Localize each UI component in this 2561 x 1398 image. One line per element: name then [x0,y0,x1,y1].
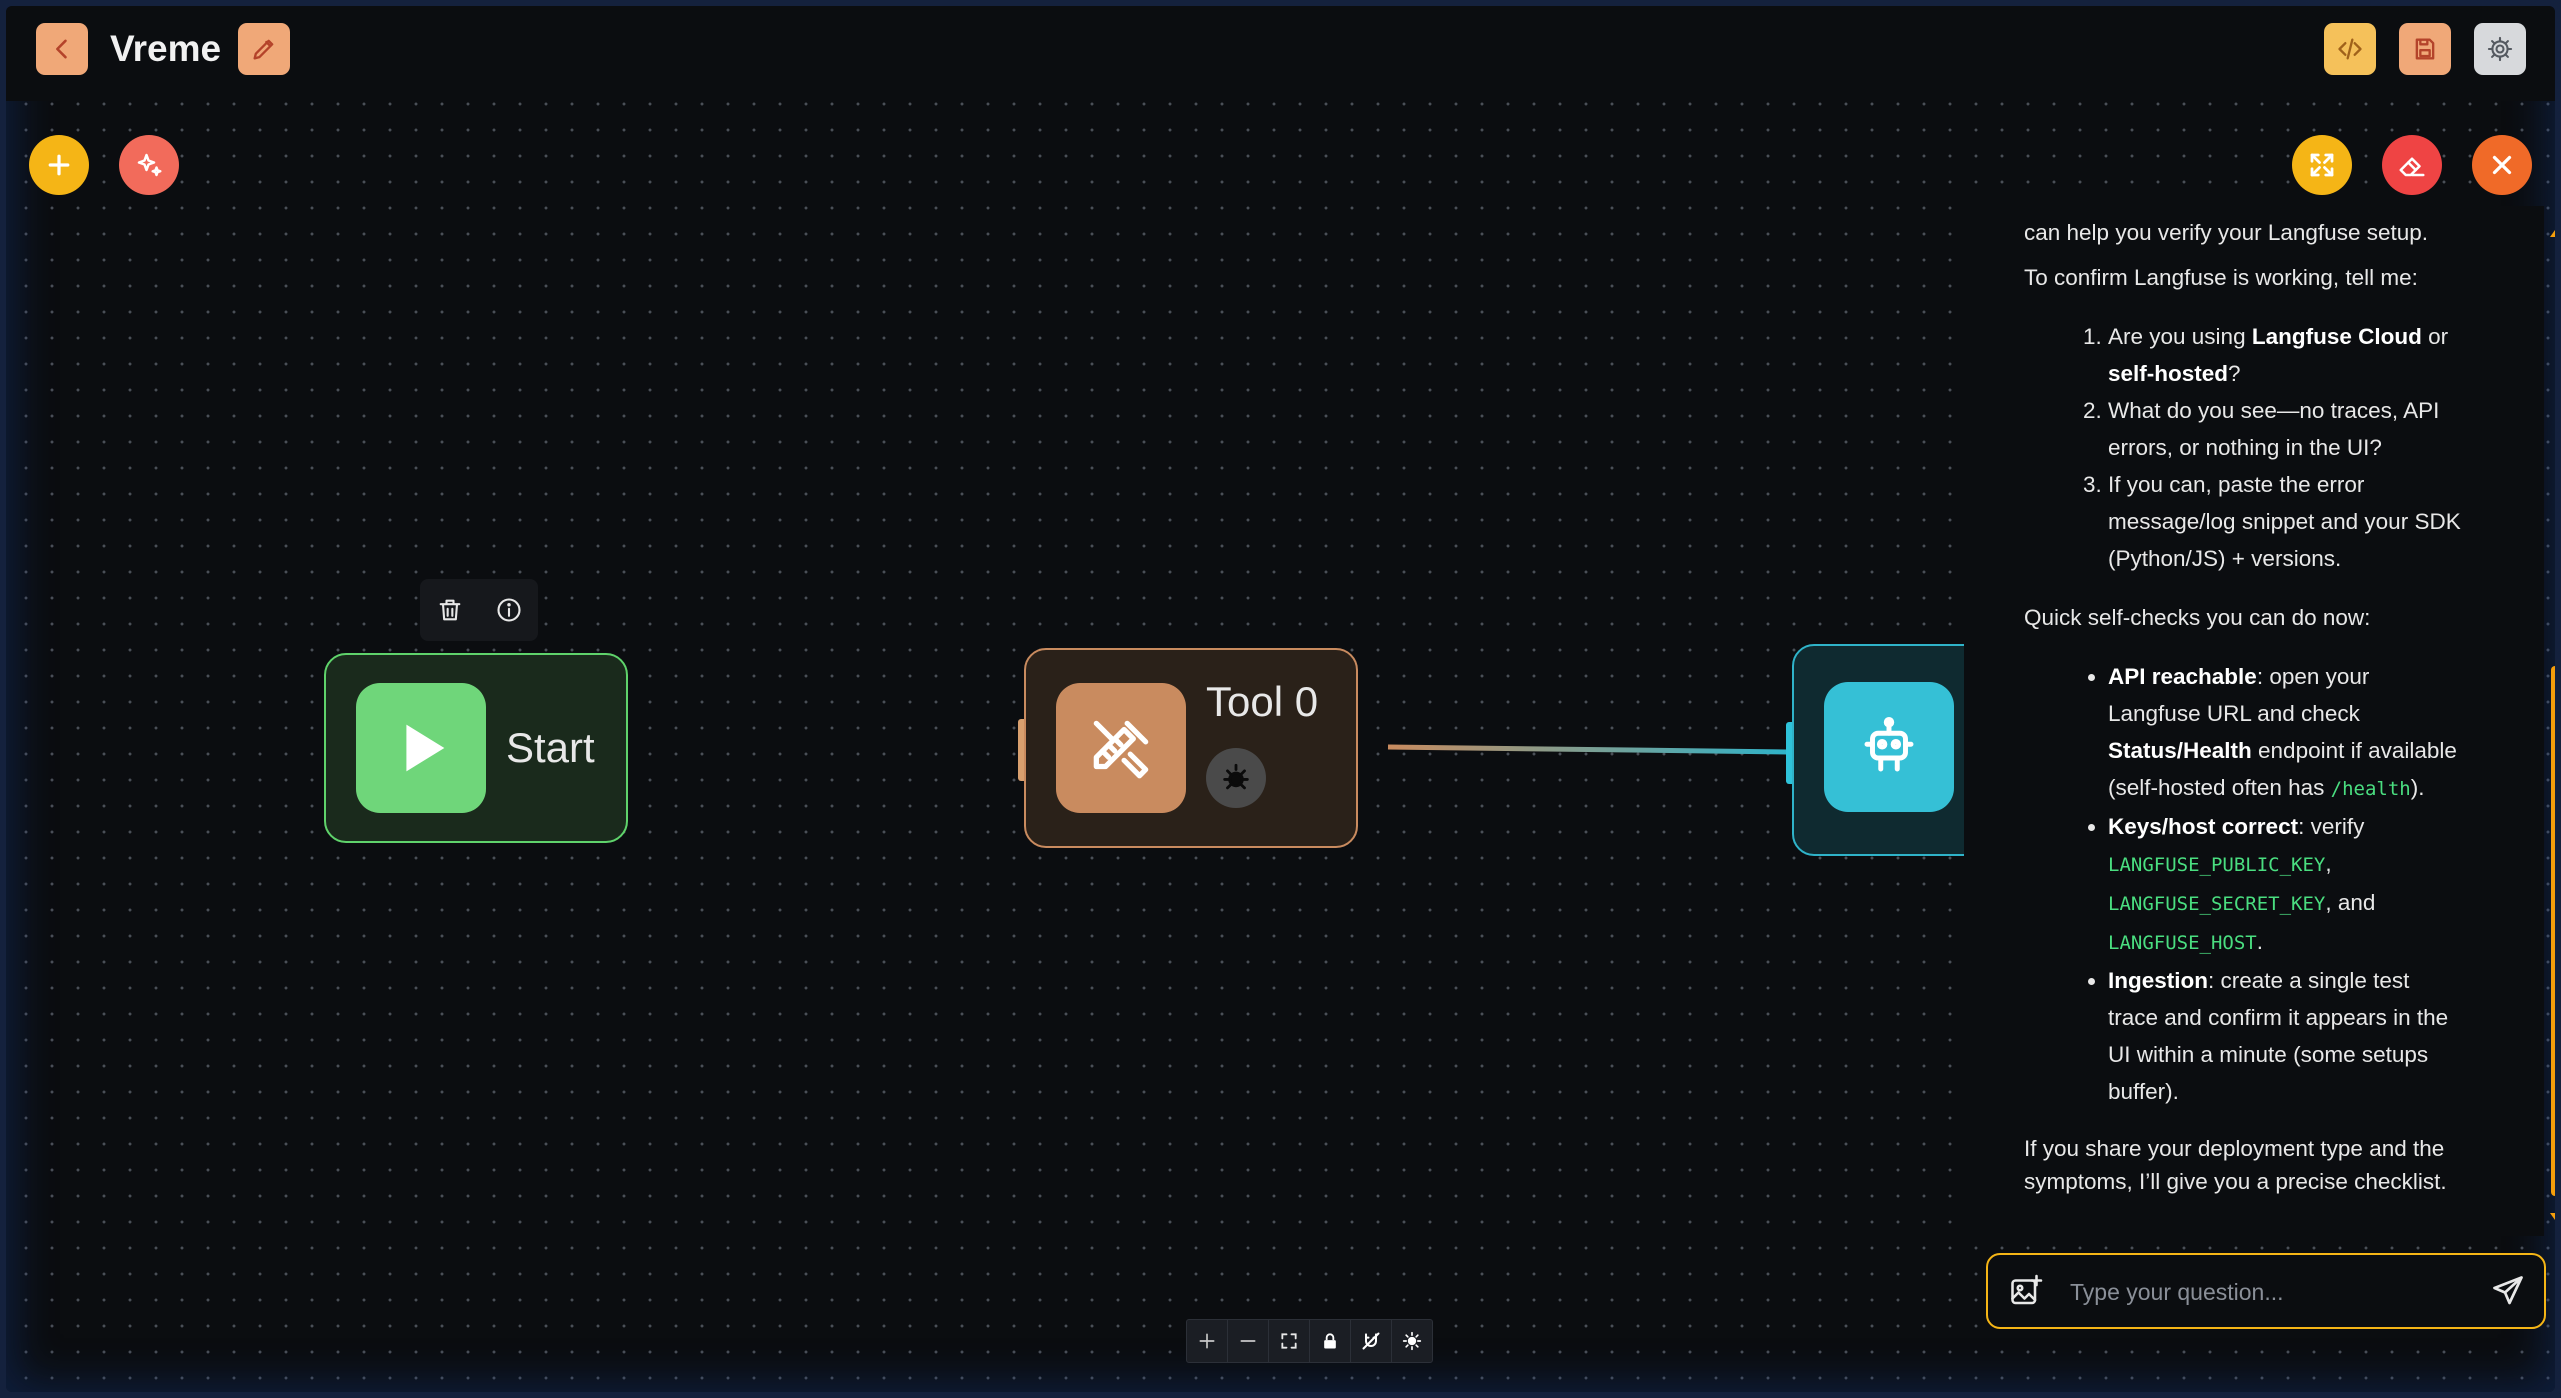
list-item: API reachable: open your Langfuse URL an… [2108,658,2464,808]
chat-panel: can help you verify your Langfuse setup.… [1964,206,2544,1236]
theme-toggle-button[interactable] [1392,1320,1432,1362]
magnet-icon [1362,1332,1380,1350]
plus-icon [1199,1333,1215,1349]
chat-input[interactable] [2068,1269,2462,1315]
agent-node-icon [1824,682,1954,812]
agent-node[interactable] [1792,644,1992,856]
list-item: Keys/host correct: verify LANGFUSE_PUBLI… [2108,808,2464,962]
chat-intro: can help you verify your Langfuse setup. [2024,220,2429,245]
play-icon [406,724,445,772]
tool-node-icon [1056,683,1186,813]
snap-button[interactable] [1351,1320,1392,1362]
code-icon [2338,38,2362,60]
canvas-controls [1186,1319,1433,1363]
ai-generate-button[interactable] [119,135,179,195]
bug-icon [1223,763,1249,790]
tools-icon [1093,720,1149,779]
image-upload-icon[interactable] [2008,1273,2044,1309]
back-button[interactable] [36,23,88,75]
add-node-button[interactable] [29,135,89,195]
pencil-icon [253,39,274,60]
start-node-icon [356,683,486,813]
start-node[interactable]: Start [324,653,628,843]
edge-tool-to-agent[interactable] [1387,744,1789,755]
expand-chat-button[interactable] [2292,135,2352,195]
start-node-label: Start [506,724,595,771]
info-icon[interactable] [495,596,523,624]
save-button[interactable] [2399,23,2451,75]
scroll-up-arrow-icon[interactable] [2549,228,2555,238]
tool-node-body: Tool 0 [1206,678,1318,818]
trash-icon[interactable] [436,596,464,624]
chat-confirm-line: To confirm Langfuse is working, tell me: [2024,265,2418,290]
lock-button[interactable] [1310,1320,1351,1362]
robot-icon [1864,717,1914,772]
chat-closing: If you share your deployment type and th… [2024,1136,2447,1194]
top-bar: Vreme [6,6,2555,101]
list-item: Are you using Langfuse Cloud or self-hos… [2108,318,2464,392]
chat-questions-list: Are you using Langfuse Cloud or self-hos… [2024,318,2464,577]
code-view-button[interactable] [2324,23,2376,75]
tool-node-status [1206,748,1266,808]
list-item: What do you see—no traces, API errors, o… [2108,392,2464,466]
close-icon [2492,155,2512,175]
send-icon[interactable] [2490,1273,2526,1309]
minus-icon [1240,1340,1256,1342]
chat-message: can help you verify your Langfuse setup.… [2024,214,2464,1220]
fit-view-button[interactable] [1269,1320,1310,1362]
sparkles-icon [137,153,162,177]
plus-icon [48,154,70,176]
chat-scrollbar[interactable] [2549,216,2555,1226]
save-icon [2415,38,2435,60]
gear-icon [2487,36,2513,62]
workflow-canvas[interactable]: Vreme [6,6,2555,1392]
fit-view-icon [1281,1333,1297,1349]
zoom-out-button[interactable] [1228,1320,1269,1362]
chat-scroll-thumb[interactable] [2551,666,2555,1196]
close-chat-button[interactable] [2472,135,2532,195]
sun-icon [1402,1331,1422,1351]
chat-input-box [1986,1253,2546,1329]
eraser-icon [2399,157,2425,177]
edges-layer [661,744,1789,755]
chevron-left-icon [56,39,67,59]
zoom-in-button[interactable] [1187,1320,1228,1362]
node-toolbar [420,579,538,641]
tool-node-label: Tool 0 [1206,678,1319,725]
chat-checks-list: API reachable: open your Langfuse URL an… [2024,658,2464,1110]
chat-quick-checks-heading: Quick self-checks you can do now: [2024,605,2371,630]
expand-icon [2310,153,2334,177]
scroll-down-arrow-icon[interactable] [2549,1212,2555,1222]
list-item: If you can, paste the error message/log … [2108,466,2464,577]
list-item: Ingestion: create a single test trace an… [2108,962,2464,1110]
edit-title-button[interactable] [238,23,290,75]
page-title: Vreme [110,28,222,69]
tool-node[interactable]: Tool 0 [1024,648,1358,848]
settings-button[interactable] [2474,23,2526,75]
lock-icon [1324,1333,1336,1349]
clear-chat-button[interactable] [2382,135,2442,195]
